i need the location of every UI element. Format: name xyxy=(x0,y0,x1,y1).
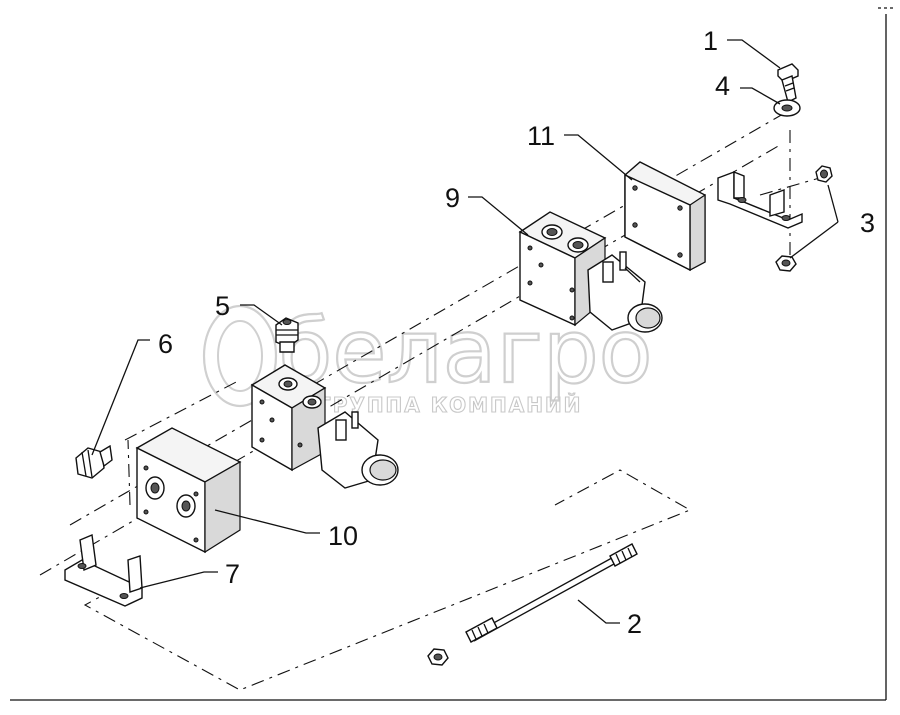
callout-10: 10 xyxy=(328,521,358,551)
callout-1: 1 xyxy=(703,26,718,56)
callout-5: 5 xyxy=(215,291,230,321)
callout-6: 6 xyxy=(158,329,173,359)
part-4-washer xyxy=(773,99,801,117)
part-1-bolt xyxy=(777,63,799,104)
upper-bracket xyxy=(717,170,803,229)
leader-lines xyxy=(91,39,839,624)
part-3-nut-lower xyxy=(775,255,797,272)
callout-4: 4 xyxy=(715,71,730,101)
callout-2: 2 xyxy=(627,609,642,639)
callout-11: 11 xyxy=(527,121,555,151)
part-10-block xyxy=(135,427,242,554)
part-9-valve-block xyxy=(518,211,663,333)
watermark-brand: белагро xyxy=(278,300,653,403)
part-7-bracket xyxy=(64,534,143,607)
part-6-fitting xyxy=(75,444,113,479)
lower-valve-block xyxy=(250,364,399,489)
part-3-nut-upper xyxy=(815,165,833,183)
part-2-nut xyxy=(427,648,449,666)
watermark-tagline: ГРУППА КОМПАНИЙ xyxy=(318,393,582,417)
part-2-threaded-rod xyxy=(465,543,638,643)
drawing-frame xyxy=(10,7,896,701)
callout-7: 7 xyxy=(225,559,240,589)
callout-3: 3 xyxy=(860,208,875,238)
part-11-cover-plate xyxy=(624,161,706,272)
callout-9: 9 xyxy=(445,183,460,213)
watermark: белагро ГРУППА КОМПАНИЙ xyxy=(202,299,654,418)
